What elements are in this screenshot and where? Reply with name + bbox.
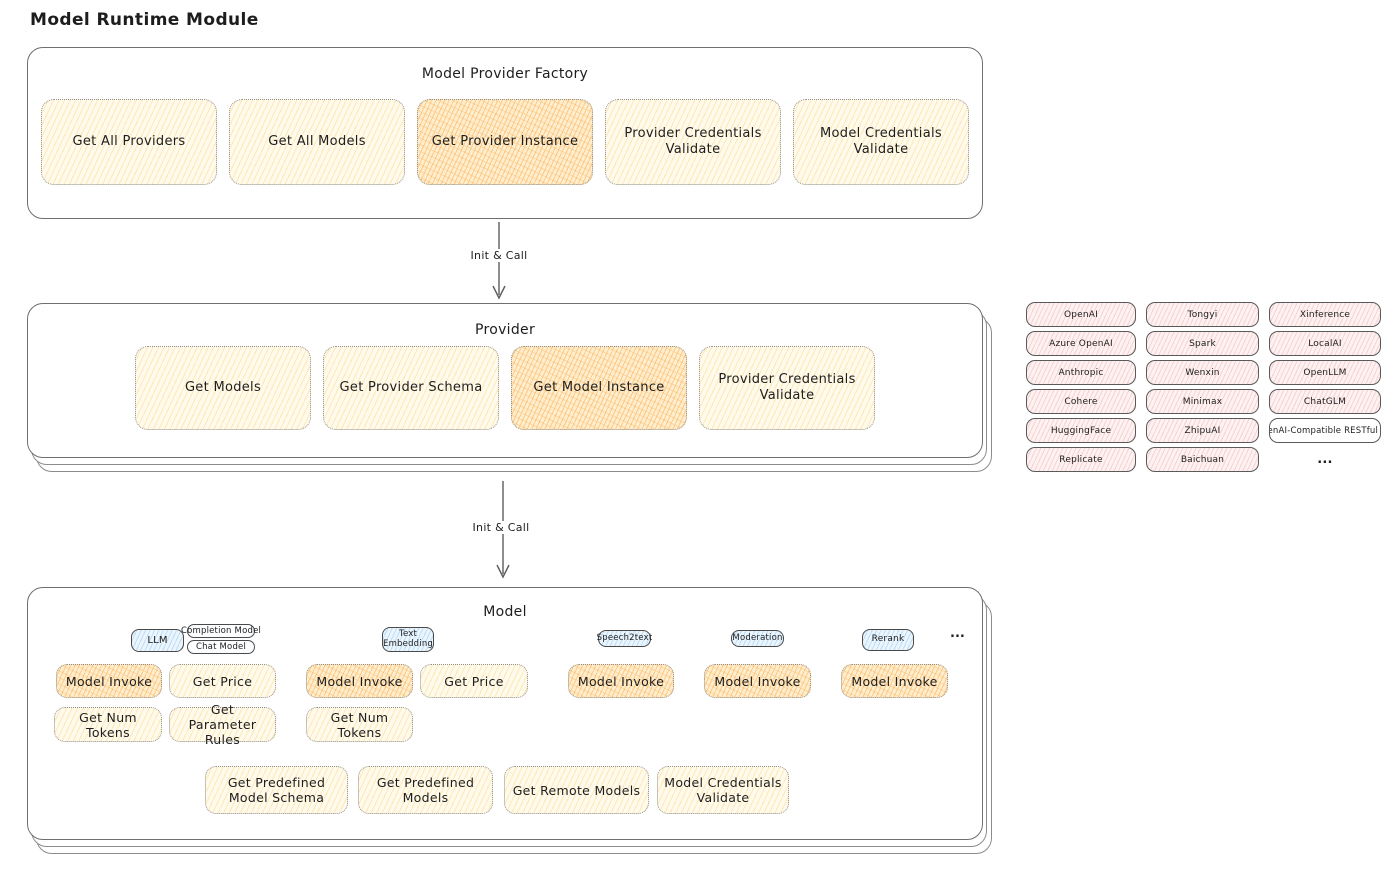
provider-tongyi[interactable]: Tongyi	[1146, 302, 1259, 327]
node-moderation-model-invoke[interactable]: Model Invoke	[704, 664, 811, 698]
node-get-predefined-model-schema[interactable]: Get Predefined Model Schema	[205, 766, 348, 814]
node-get-provider-schema[interactable]: Get Provider Schema	[323, 346, 499, 430]
provider-huggingface[interactable]: HuggingFace	[1026, 418, 1136, 443]
provider-cohere[interactable]: Cohere	[1026, 389, 1136, 414]
provider-spark[interactable]: Spark	[1146, 331, 1259, 356]
arrow-factory-to-provider	[492, 222, 506, 300]
arrow-label-init-call-2: Init & Call	[467, 521, 535, 534]
factory-panel[interactable]: Model Provider Factory Get All Providers…	[27, 47, 983, 219]
node-llm-get-price[interactable]: Get Price	[169, 664, 276, 698]
node-model-credentials-validate-2[interactable]: Model Credentials Validate	[657, 766, 789, 814]
provider-localai[interactable]: LocalAI	[1269, 331, 1381, 356]
provider-chatglm[interactable]: ChatGLM	[1269, 389, 1381, 414]
provider-openai[interactable]: OpenAI	[1026, 302, 1136, 327]
provider-list: OpenAI Tongyi Xinference Azure OpenAI Sp…	[1026, 302, 1381, 472]
node-embedding-model-invoke[interactable]: Model Invoke	[306, 664, 413, 698]
model-stack: Model LLM Completion Model Chat Model Te…	[27, 587, 992, 854]
model-title: Model	[483, 604, 527, 620]
node-get-all-providers[interactable]: Get All Providers	[41, 99, 217, 185]
node-get-model-instance[interactable]: Get Model Instance	[511, 346, 687, 430]
provider-zhipuai[interactable]: ZhipuAI	[1146, 418, 1259, 443]
tab-moderation[interactable]: Moderation	[731, 630, 784, 647]
model-tabs-ellipsis: ...	[950, 626, 965, 641]
provider-stack: Provider Get Models Get Provider Schema …	[27, 303, 992, 472]
node-speech2text-model-invoke[interactable]: Model Invoke	[568, 664, 674, 698]
provider-openai-compatible-restful-api[interactable]: OpenAI-Compatible RESTful API	[1269, 418, 1381, 443]
node-llm-model-invoke[interactable]: Model Invoke	[56, 664, 162, 698]
provider-panel[interactable]: Provider Get Models Get Provider Schema …	[27, 303, 983, 458]
node-rerank-model-invoke[interactable]: Model Invoke	[841, 664, 948, 698]
tab-rerank[interactable]: Rerank	[862, 629, 914, 651]
provider-xinference[interactable]: Xinference	[1269, 302, 1381, 327]
factory-button-row: Get All Providers Get All Models Get Pro…	[28, 99, 982, 185]
provider-openllm[interactable]: OpenLLM	[1269, 360, 1381, 385]
node-embedding-get-price[interactable]: Get Price	[420, 664, 528, 698]
provider-button-row: Get Models Get Provider Schema Get Model…	[28, 346, 982, 430]
node-get-remote-models[interactable]: Get Remote Models	[504, 766, 649, 814]
page-title: Model Runtime Module	[30, 10, 259, 30]
provider-list-ellipsis: ...	[1317, 452, 1333, 467]
provider-replicate[interactable]: Replicate	[1026, 447, 1136, 472]
provider-wenxin[interactable]: Wenxin	[1146, 360, 1259, 385]
node-model-credentials-validate[interactable]: Model Credentials Validate	[793, 99, 969, 185]
model-panel[interactable]: Model LLM Completion Model Chat Model Te…	[27, 587, 983, 840]
factory-title: Model Provider Factory	[421, 66, 589, 82]
node-embedding-get-num-tokens[interactable]: Get Num Tokens	[306, 707, 413, 742]
provider-anthropic[interactable]: Anthropic	[1026, 360, 1136, 385]
node-provider-credentials-validate-2[interactable]: Provider Credentials Validate	[699, 346, 875, 430]
arrow-label-init-call-1: Init & Call	[465, 249, 533, 262]
node-get-provider-instance[interactable]: Get Provider Instance	[417, 99, 593, 185]
node-get-all-models[interactable]: Get All Models	[229, 99, 405, 185]
tab-text-embedding[interactable]: Text Embedding	[382, 627, 434, 652]
tab-llm[interactable]: LLM	[131, 629, 184, 652]
node-get-models[interactable]: Get Models	[135, 346, 311, 430]
provider-title: Provider	[474, 322, 536, 338]
provider-baichuan[interactable]: Baichuan	[1146, 447, 1259, 472]
node-llm-get-parameter-rules[interactable]: Get Parameter Rules	[169, 702, 276, 747]
tab-speech2text[interactable]: Speech2text	[597, 630, 652, 647]
node-provider-credentials-validate[interactable]: Provider Credentials Validate	[605, 99, 781, 185]
provider-minimax[interactable]: Minimax	[1146, 389, 1259, 414]
tab-chat-model[interactable]: Chat Model	[187, 640, 255, 654]
provider-azure-openai[interactable]: Azure OpenAI	[1026, 331, 1136, 356]
node-llm-get-num-tokens[interactable]: Get Num Tokens	[54, 707, 162, 742]
node-get-predefined-models[interactable]: Get Predefined Models	[358, 766, 493, 814]
tab-completion-model[interactable]: Completion Model	[180, 624, 262, 638]
